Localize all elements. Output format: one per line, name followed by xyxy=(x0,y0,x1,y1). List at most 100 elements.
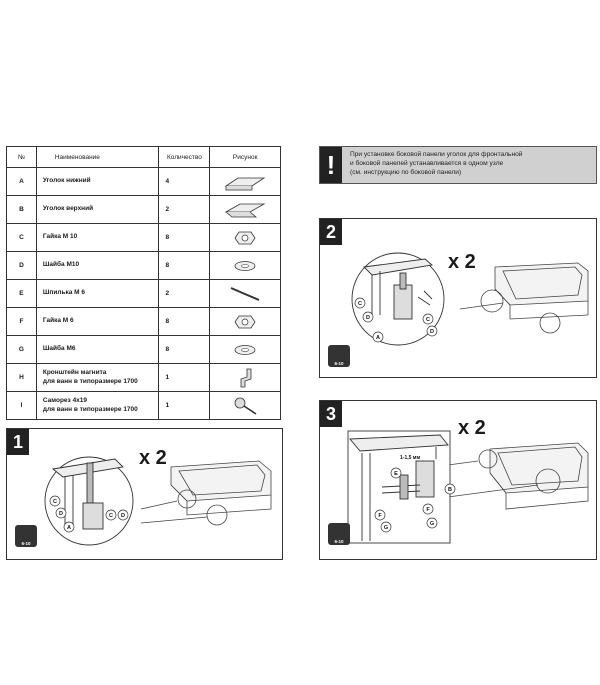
part-qty: 1 xyxy=(158,363,211,392)
tool-size: 6-10 xyxy=(334,361,344,366)
step-3-label-e: E xyxy=(394,471,398,477)
part-qty: 8 xyxy=(158,307,211,336)
step-multiplier: x 2 xyxy=(458,417,486,439)
warning-text: При установке боковой панели уголок для … xyxy=(350,151,592,178)
upper-bracket-icon xyxy=(209,195,281,224)
part-name: Шайба М6 xyxy=(35,335,160,364)
part-id: G xyxy=(6,335,37,364)
tool-size: 6-10 xyxy=(334,539,344,544)
step-3-label-f: F xyxy=(378,513,382,519)
table-header-row: № Наименование Количество Рисунок xyxy=(6,146,281,168)
step-2-label-c2: C xyxy=(426,317,430,323)
part-name-line: Кронштейн магнита xyxy=(42,369,107,377)
warning-note: ! При установке боковой панели уголок дл… xyxy=(319,146,597,184)
nut-icon xyxy=(209,307,281,336)
step-1-label-c: C xyxy=(53,499,57,505)
magnet-bracket-icon xyxy=(209,363,281,392)
part-name: Шпилька М 6 xyxy=(35,279,160,308)
wrench-icon: 6-10 xyxy=(15,525,37,547)
step-multiplier: x 2 xyxy=(139,447,167,469)
part-name-line: Шайба М6 xyxy=(42,345,76,353)
part-name: Уголок нижний xyxy=(35,167,160,196)
header-no: № xyxy=(6,146,37,168)
header-qty: Количество xyxy=(158,146,211,168)
part-qty: 8 xyxy=(158,335,211,364)
part-name-line: для ванн в типоразмере 1700 xyxy=(42,377,138,385)
part-name: Гайка М 10 xyxy=(35,223,160,252)
step-3-label-b: B xyxy=(448,487,452,493)
part-name: Уголок верхний xyxy=(35,195,160,224)
part-name-line: Шайба М10 xyxy=(42,261,80,269)
washer-icon xyxy=(209,251,281,280)
step-2-illustration: C D A C D xyxy=(351,252,589,346)
step-3-box: 3 x 2 1-1,5 мм E B xyxy=(319,400,597,560)
step-3-callouts: E B F G F G xyxy=(374,467,456,533)
gap-dimension: 1-1,5 мм xyxy=(400,455,420,461)
step-number: 2 xyxy=(320,219,342,245)
step-2-box: 2 x 2 C D A xyxy=(319,218,597,378)
part-qty: 2 xyxy=(158,195,211,224)
part-id: A xyxy=(6,167,37,196)
part-qty: 1 xyxy=(158,391,211,420)
header-pic: Рисунок xyxy=(209,146,281,168)
step-1-illustration: C D A C D xyxy=(44,456,272,546)
wrench-icon: 6-10 xyxy=(328,345,350,367)
step-2-label-c: C xyxy=(358,301,362,307)
part-id: B xyxy=(6,195,37,224)
warning-line-2: и боковой панелей устанавливается в одно… xyxy=(350,159,504,167)
step-1-label-a: A xyxy=(67,525,71,531)
part-id: D xyxy=(6,251,37,280)
warning-line-1: При установке боковой панели уголок для … xyxy=(350,151,523,158)
screw-icon xyxy=(209,391,281,420)
part-name-line: Гайка М 10 xyxy=(42,233,78,241)
step-3-label-g2: G xyxy=(430,521,434,527)
part-id: E xyxy=(6,279,37,308)
part-qty: 2 xyxy=(158,279,211,308)
part-id: C xyxy=(6,223,37,252)
warning-icon: ! xyxy=(320,147,342,183)
step-1-label-d2: D xyxy=(121,513,125,519)
wrench-icon: 6-10 xyxy=(328,523,350,545)
step-2-callouts: C D A C D xyxy=(354,297,438,343)
step-multiplier: x 2 xyxy=(448,251,476,273)
nut-icon xyxy=(209,223,281,252)
step-1-label-d: D xyxy=(59,511,63,517)
table-row: G Шайба М6 8 xyxy=(6,335,281,364)
tool-size: 6-10 xyxy=(21,541,31,546)
step-2-label-d: D xyxy=(366,315,370,321)
step-3-label-g: G xyxy=(384,525,388,531)
part-name-line: для ванн в типоразмере 1700 xyxy=(42,405,138,413)
part-id: I xyxy=(6,391,37,420)
part-id: H xyxy=(6,363,37,392)
step-3-label-f2: F xyxy=(426,507,430,513)
stud-icon xyxy=(209,279,281,308)
table-row: F Гайка М 6 8 xyxy=(6,307,281,336)
part-id: F xyxy=(6,307,37,336)
part-qty: 8 xyxy=(158,223,211,252)
step-2-label-a: A xyxy=(376,335,380,341)
part-name-line: Гайка М 6 xyxy=(42,317,74,325)
part-name-line: Уголок нижний xyxy=(42,177,91,185)
table-row: D Шайба М10 8 xyxy=(6,251,281,280)
washer-icon xyxy=(209,335,281,364)
step-number: 3 xyxy=(320,401,342,427)
step-1-callouts: C D A C D xyxy=(49,495,129,533)
step-1-label-c2: C xyxy=(109,513,113,519)
part-name: Гайка М 6 xyxy=(35,307,160,336)
step-1-box: 1 x 2 C D A C D xyxy=(6,428,283,560)
step-number: 1 xyxy=(7,429,29,455)
part-name-line: Саморез 4x19 xyxy=(42,397,88,405)
part-name-line: Шпилька М 6 xyxy=(42,289,85,297)
table-row: E Шпилька М 6 2 xyxy=(6,279,281,308)
part-name: Шайба М10 xyxy=(35,251,160,280)
table-row: A Уголок нижний 4 xyxy=(6,167,281,196)
part-qty: 4 xyxy=(158,167,211,196)
header-name: Наименование xyxy=(35,146,160,168)
part-qty: 8 xyxy=(158,251,211,280)
